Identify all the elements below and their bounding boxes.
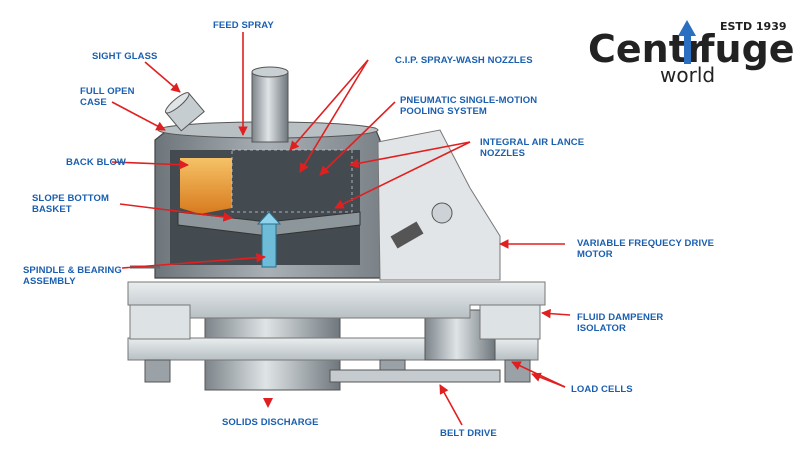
arrow-belt-drive	[439, 384, 463, 426]
load-cell-left	[144, 359, 171, 383]
up-arrow-icon	[678, 20, 696, 64]
label-belt-drive: BELT DRIVE	[440, 428, 497, 439]
logo-word-sub: world	[660, 63, 715, 87]
arrow-air-lance-1	[349, 141, 471, 169]
sight-glass-port	[165, 92, 205, 132]
feed-pipe-top	[251, 66, 289, 78]
spindle	[261, 221, 277, 268]
dampener-right	[479, 304, 541, 340]
arrow-sight-glass	[144, 61, 181, 93]
label-sight-glass: SIGHT GLASS	[92, 51, 158, 62]
arrow-spindle	[121, 252, 266, 269]
arrow-air-lance-2	[334, 141, 471, 209]
arrow-back-blow	[111, 159, 189, 170]
label-vfd-motor: VARIABLE FREQUECY DRIVE MOTOR	[577, 238, 715, 260]
arrow-full-open-case	[111, 101, 166, 131]
spindle-cap	[256, 211, 282, 225]
logo-est: ESTD 1939	[720, 20, 787, 33]
arrow-pneumatic	[319, 101, 396, 176]
label-cip-nozzles: C.I.P. SPRAY-WASH NOZZLES	[395, 55, 533, 66]
feed-pipe	[251, 71, 289, 143]
pulley-wheel	[431, 202, 453, 224]
load-cell-right	[504, 359, 531, 383]
motor-coil	[390, 221, 424, 249]
label-full-open-case: FULL OPEN CASE	[80, 86, 135, 108]
arrow-cip-2	[299, 59, 369, 173]
label-slope-bottom-basket: SLOPE BOTTOM BASKET	[32, 193, 110, 215]
label-fluid-dampener: FLUID DAMPENER ISOLATOR	[577, 312, 664, 334]
basket-cake	[180, 158, 232, 214]
label-air-lance: INTEGRAL AIR LANCE NOZZLES	[480, 137, 585, 159]
centrifuge-world-logo: Centr fuge world ESTD 1939	[588, 20, 795, 87]
label-feed-spray: FEED SPRAY	[213, 20, 274, 31]
label-back-blow: BACK BLOW	[66, 157, 127, 168]
arrow-cip-1	[289, 59, 369, 151]
logo-word-part2: fuge	[698, 27, 795, 71]
label-pneumatic: PNEUMATIC SINGLE-MOTION POOLING SYSTEM	[400, 95, 538, 117]
arrow-solids-discharge	[263, 398, 273, 408]
label-load-cells: LOAD CELLS	[571, 384, 633, 395]
arrow-slope-bottom	[119, 203, 233, 222]
belt-drive-rail	[329, 369, 501, 383]
arrow-fluid-dampener	[541, 308, 571, 319]
arrow-load-cells-2	[511, 361, 566, 388]
dampener-left	[129, 304, 191, 340]
label-solids-discharge: SOLIDS DISCHARGE	[222, 417, 319, 428]
label-spindle-bearing: SPINDLE & BEARING ASSEMBLY	[23, 265, 122, 287]
